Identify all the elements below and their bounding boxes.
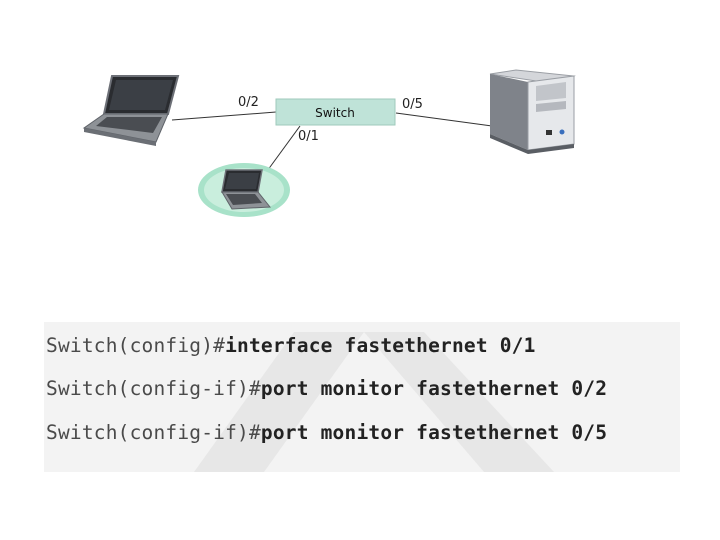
port-label-bottom: 0/1 (298, 129, 319, 144)
cli-prompt: Switch(config)# (46, 334, 226, 357)
cli-command: port monitor fastethernet 0/2 (260, 377, 608, 400)
port-label-right: 0/5 (402, 97, 423, 112)
monitoring-laptop-icon (198, 163, 290, 217)
server-icon (489, 69, 576, 154)
cli-line: Switch(config)#interface fastethernet 0/… (46, 334, 536, 357)
cli-panel: Switch(config)#interface fastethernet 0/… (44, 322, 680, 472)
cli-line: Switch(config-if)#port monitor fastether… (46, 377, 607, 400)
cli-line: Switch(config-if)#port monitor fastether… (46, 421, 607, 444)
port-label-left: 0/2 (238, 95, 259, 110)
link-switch-to-server (395, 112, 493, 127)
cli-command: interface fastethernet 0/1 (225, 334, 536, 357)
link-laptop-to-switch (171, 111, 277, 121)
cli-command: port monitor fastethernet 0/5 (260, 421, 608, 444)
switch-node: Switch (275, 98, 396, 126)
cli-prompt: Switch(config-if)# (46, 377, 261, 400)
laptop-icon (82, 75, 180, 146)
network-diagram: Switch 0/2 0/5 0/1 (82, 69, 576, 217)
cli-prompt: Switch(config-if)# (46, 421, 261, 444)
switch-box (275, 98, 396, 126)
watermark-logo (194, 332, 554, 472)
switch-label: Switch (315, 106, 355, 120)
